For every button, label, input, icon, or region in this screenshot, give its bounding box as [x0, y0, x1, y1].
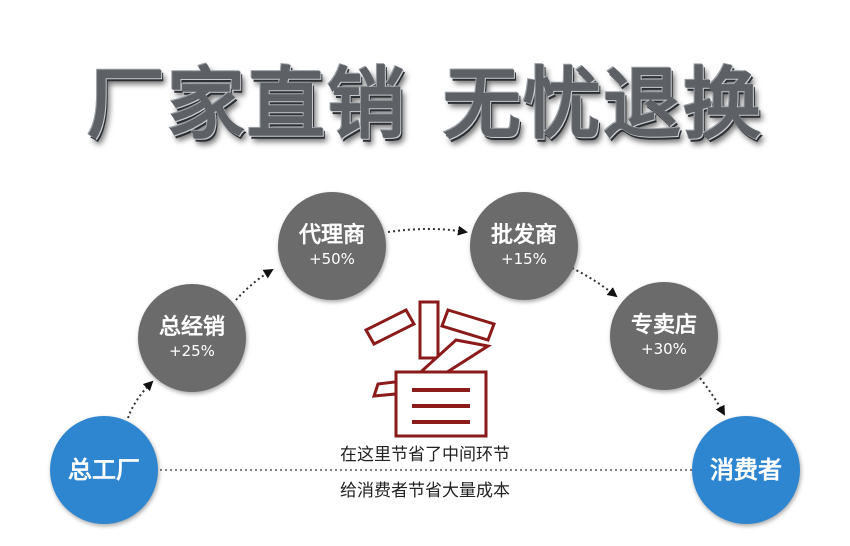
- caption-line-1: 在这里节省了中间环节: [340, 445, 510, 465]
- node-general-distributor-name: 总经销: [158, 315, 225, 340]
- headline: 厂家直销无忧退换: [0, 42, 850, 154]
- node-agent-name: 代理商: [298, 223, 365, 248]
- arrow-factory-to-distributor: [127, 380, 154, 419]
- headline-factory-direct: 厂家直销: [86, 60, 407, 150]
- node-store-markup: +30%: [641, 340, 687, 358]
- node-store: 专卖店 +30%: [610, 282, 718, 390]
- arrow-distributor-to-agent: [235, 268, 274, 301]
- node-factory: 总工厂: [50, 416, 158, 524]
- arrow-store-to-consumer: [699, 377, 725, 416]
- arrow-wholesaler-to-store: [571, 267, 618, 298]
- save-character-graphic: 省: [356, 300, 496, 438]
- headline-worry-free-return: 无忧退换: [443, 60, 764, 150]
- arrow-agent-to-wholesaler: [387, 225, 468, 236]
- node-wholesaler: 批发商 +15%: [470, 192, 578, 300]
- caption-line-2: 给消费者节省大量成本: [340, 481, 510, 501]
- save-character-text: 省: [356, 300, 357, 301]
- node-general-distributor: 总经销 +25%: [138, 284, 246, 392]
- node-wholesaler-markup: +15%: [501, 250, 547, 268]
- node-store-name: 专卖店: [630, 313, 697, 338]
- node-agent-markup: +50%: [309, 250, 355, 268]
- node-wholesaler-name: 批发商: [490, 223, 557, 248]
- node-general-distributor-markup: +25%: [169, 342, 215, 360]
- node-consumer: 消费者: [692, 416, 800, 524]
- node-agent: 代理商 +50%: [278, 192, 386, 300]
- node-factory-name: 总工厂: [68, 456, 140, 484]
- node-consumer-name: 消费者: [710, 456, 782, 484]
